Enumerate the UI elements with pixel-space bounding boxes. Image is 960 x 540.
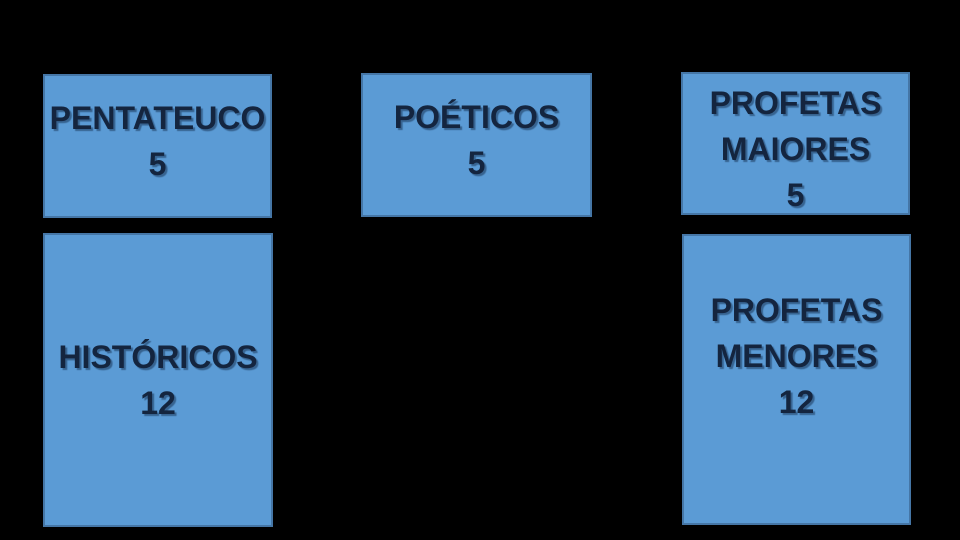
category-label: PROFETAS [710, 291, 883, 328]
category-box-profetas-maiores: PROFETAS MAIORES 5 [681, 72, 910, 215]
category-box-historicos: HISTÓRICOS 12 [43, 233, 273, 527]
category-label: POÉTICOS [393, 99, 560, 135]
category-label: PENTATEUCO [49, 100, 266, 136]
category-label: MAIORES [720, 130, 871, 167]
category-count: 5 [467, 145, 486, 181]
category-label: HISTÓRICOS [58, 339, 258, 375]
category-box-profetas-menores: PROFETAS MENORES 12 [682, 234, 911, 525]
category-label: MENORES [715, 337, 878, 374]
category-box-poeticos: POÉTICOS 5 [361, 73, 592, 217]
category-box-pentateuco: PENTATEUCO 5 [43, 74, 272, 218]
category-count: 12 [778, 383, 815, 420]
category-count: 5 [786, 176, 805, 213]
category-count: 5 [148, 146, 167, 182]
category-count: 12 [140, 385, 176, 421]
category-label: PROFETAS [709, 84, 882, 121]
